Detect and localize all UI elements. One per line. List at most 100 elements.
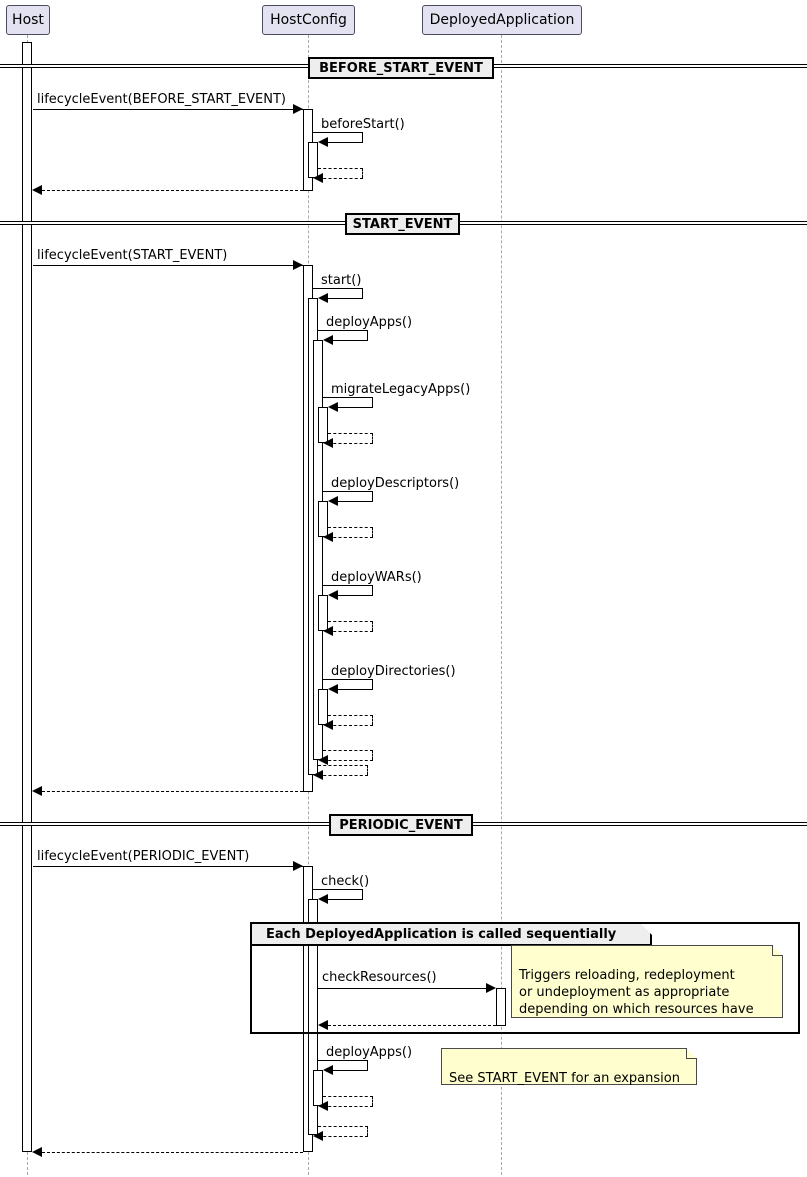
return-line-deployapps-start-bottom	[323, 760, 373, 761]
return-line-beforestart-top	[318, 168, 363, 169]
activation-deployedapplication-checkresources	[496, 988, 506, 1026]
group-frame-each-deployedapplication	[250, 922, 800, 1034]
note-deployapps: See START_EVENT for an expansion of the …	[441, 1048, 697, 1085]
return-vert-deployapps-start	[372, 750, 373, 760]
return-line-lifecycle-start	[42, 791, 303, 792]
message-arrowhead-beforestart	[318, 137, 328, 147]
return-line-check-bottom	[318, 1136, 368, 1137]
message-arrowhead-lifecycle-before-start	[293, 104, 303, 114]
message-line-migratelegacyapps-bottom	[333, 407, 373, 408]
participant-hostconfig-label: HostConfig	[270, 12, 347, 28]
return-arrowhead-deploywars	[323, 626, 333, 636]
return-vert-deployapps-periodic	[372, 1096, 373, 1106]
return-arrowhead-lifecycle-periodic	[32, 1147, 42, 1157]
note-deployapps-text: See START_EVENT for an expansion of the …	[449, 1071, 680, 1103]
divider-before-start-event: BEFORE_START_EVENT	[308, 57, 494, 79]
message-line-deploywars-bottom	[333, 595, 373, 596]
message-label-migratelegacyapps: migrateLegacyApps()	[331, 382, 471, 397]
return-arrowhead-checkresources	[318, 1020, 328, 1030]
message-label-deploydirectories: deployDirectories()	[331, 664, 456, 679]
return-line-deployapps-periodic-bottom	[323, 1106, 373, 1107]
message-label-deploywars: deployWARs()	[331, 570, 422, 585]
message-vert-deployapps-start	[367, 330, 368, 340]
return-arrowhead-deploydescriptors	[323, 532, 333, 542]
return-line-lifecycle-before-start	[42, 190, 303, 191]
message-line-check-bottom	[323, 899, 363, 900]
message-line-deploydirectories-bottom	[333, 689, 373, 690]
return-vert-migratelegacyapps	[372, 433, 373, 443]
message-line-deployapps-start-top	[318, 330, 368, 331]
message-arrowhead-deployapps-periodic	[323, 1065, 333, 1075]
message-arrowhead-checkresources	[486, 983, 496, 993]
message-line-deployapps-start-bottom	[328, 340, 368, 341]
return-line-deploydescriptors-bottom	[328, 537, 373, 538]
message-vert-migratelegacyapps	[372, 397, 373, 407]
return-arrowhead-start	[313, 770, 323, 780]
return-arrowhead-lifecycle-before-start	[32, 185, 42, 195]
message-vert-deploywars	[372, 585, 373, 595]
message-line-deploywars-top	[323, 585, 373, 586]
return-line-deployapps-start-top	[323, 750, 373, 751]
message-line-checkresources	[318, 988, 486, 989]
divider-periodic-event-label: PERIODIC_EVENT	[339, 817, 463, 833]
message-arrowhead-deploywars	[328, 590, 338, 600]
message-vert-deployapps-periodic	[367, 1060, 368, 1070]
return-line-deployapps-periodic-top	[323, 1096, 373, 1097]
return-line-deploywars-top	[328, 621, 373, 622]
return-line-start-top	[318, 765, 368, 766]
return-vert-deploydirectories	[372, 715, 373, 725]
return-vert-deploydescriptors	[372, 527, 373, 537]
return-line-deploywars-bottom	[328, 631, 373, 632]
message-line-lifecycle-start	[33, 265, 303, 266]
divider-periodic-event: PERIODIC_EVENT	[329, 814, 473, 836]
message-label-deploydescriptors: deployDescriptors()	[331, 476, 460, 491]
return-arrowhead-check	[313, 1131, 323, 1141]
message-line-deploydirectories-top	[323, 679, 373, 680]
return-line-deploydescriptors-top	[328, 527, 373, 528]
return-vert-check	[367, 1126, 368, 1136]
participant-host[interactable]: Host	[6, 5, 50, 35]
message-arrowhead-deploydescriptors	[328, 496, 338, 506]
return-arrowhead-beforestart	[313, 173, 323, 183]
message-arrowhead-lifecycle-start	[293, 260, 303, 270]
message-line-deployapps-periodic-bottom	[328, 1070, 368, 1071]
divider-start-event-label: START_EVENT	[352, 216, 453, 232]
message-label-lifecycle-periodic: lifecycleEvent(PERIODIC_EVENT)	[37, 849, 250, 864]
participant-deployedapplication[interactable]: DeployedApplication	[422, 5, 582, 35]
message-label-beforestart: beforeStart()	[321, 117, 405, 132]
message-arrowhead-migratelegacyapps	[328, 402, 338, 412]
message-line-start-bottom	[323, 298, 363, 299]
message-vert-check	[362, 889, 363, 899]
message-line-deploydescriptors-bottom	[333, 501, 373, 502]
return-line-deploydirectories-bottom	[328, 725, 373, 726]
return-line-checkresources	[328, 1025, 496, 1026]
message-line-start-top	[313, 288, 363, 289]
message-line-lifecycle-periodic	[33, 866, 303, 867]
message-arrowhead-deploydirectories	[328, 684, 338, 694]
note-checkresources-fold-icon	[772, 945, 783, 956]
message-label-check: check()	[321, 874, 370, 889]
activation-host-root	[22, 42, 32, 1152]
message-line-beforestart-bottom	[323, 142, 363, 143]
return-arrowhead-migratelegacyapps	[323, 438, 333, 448]
message-label-checkresources: checkResources()	[322, 970, 437, 985]
note-checkresources: Triggers reloading, redeployment or unde…	[511, 945, 783, 1018]
return-line-lifecycle-periodic	[42, 1152, 303, 1153]
message-label-lifecycle-before-start: lifecycleEvent(BEFORE_START_EVENT)	[37, 92, 286, 107]
divider-before-start-event-label: BEFORE_START_EVENT	[319, 60, 483, 76]
participant-hostconfig[interactable]: HostConfig	[262, 5, 355, 35]
return-arrowhead-deployapps-start	[318, 755, 328, 765]
message-line-migratelegacyapps-top	[323, 397, 373, 398]
message-line-beforestart-top	[313, 132, 363, 133]
message-arrowhead-lifecycle-periodic	[293, 861, 303, 871]
message-vert-deploydescriptors	[372, 491, 373, 501]
message-line-deploydescriptors-top	[323, 491, 373, 492]
message-arrowhead-deployapps-start	[323, 335, 333, 345]
message-vert-beforestart	[362, 132, 363, 142]
return-arrowhead-deploydirectories	[323, 720, 333, 730]
return-line-migratelegacyapps-bottom	[328, 443, 373, 444]
return-line-migratelegacyapps-top	[328, 433, 373, 434]
divider-start-event: START_EVENT	[345, 213, 460, 235]
group-header-label: Each DeployedApplication is called seque…	[266, 926, 617, 942]
